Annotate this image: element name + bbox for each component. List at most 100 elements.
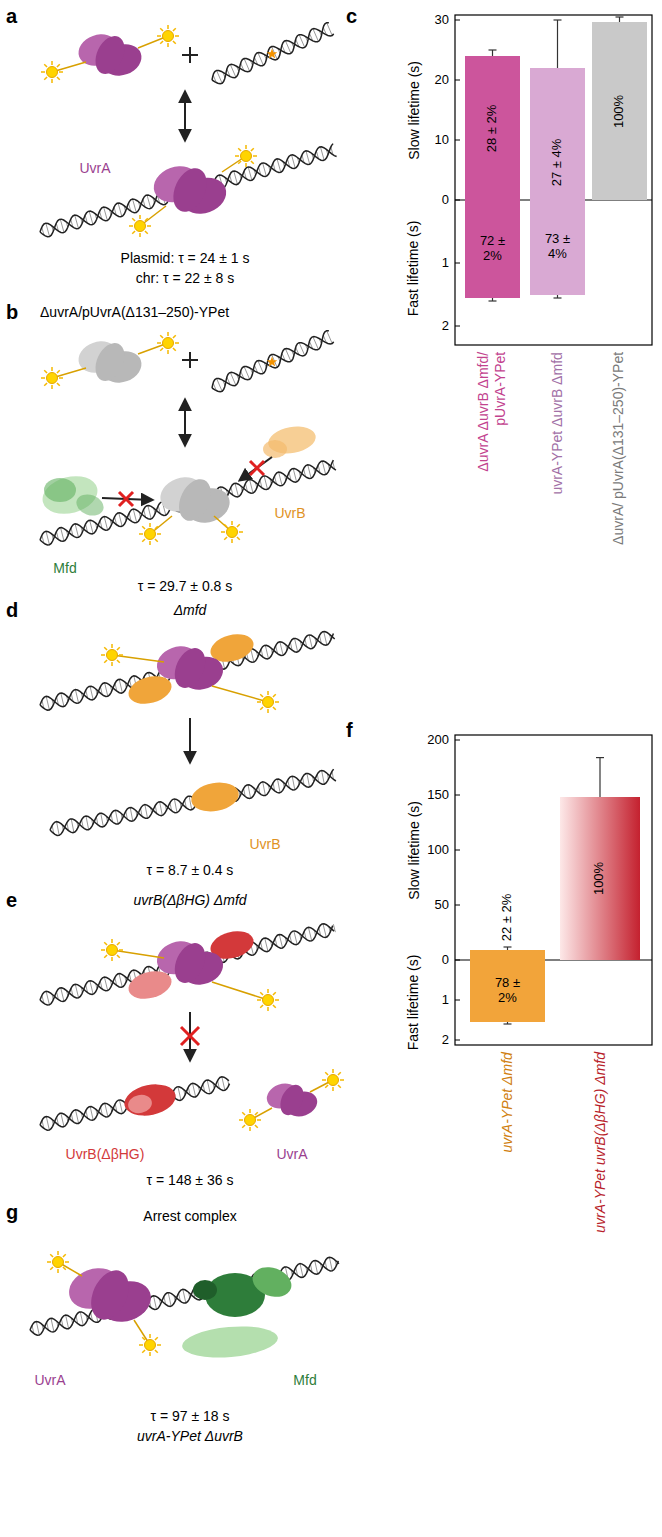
sun	[163, 338, 174, 349]
ray	[173, 28, 176, 31]
protein-domain	[169, 643, 211, 693]
base-pair	[292, 776, 295, 790]
ray	[275, 701, 279, 703]
base-pair	[119, 974, 122, 988]
dna-helix	[212, 23, 334, 84]
text-label: Mfd	[293, 1372, 316, 1389]
protein-domain	[169, 938, 211, 988]
tick-label: 200	[427, 732, 449, 748]
protein-domain	[44, 478, 76, 502]
category-label: ΔuvrA/ pUvrA(Δ131–250)-YPet	[611, 352, 628, 545]
ray	[273, 992, 276, 995]
ray	[237, 524, 240, 527]
ypet-fluorophore	[138, 25, 179, 48]
axis-title: Fast lifetime (s)	[406, 954, 423, 1050]
base-pair	[104, 516, 107, 529]
sun	[263, 995, 274, 1006]
tick-mark	[455, 263, 460, 264]
error-cap	[489, 300, 497, 301]
sun	[53, 1257, 64, 1268]
base-pair	[61, 988, 64, 1002]
sun	[107, 945, 118, 956]
sun	[227, 527, 238, 538]
panel-letter: b	[6, 300, 18, 324]
base-pair	[46, 991, 49, 1005]
base-pair	[90, 1107, 93, 1121]
ray	[238, 161, 241, 164]
dna-strand	[40, 144, 333, 233]
lesion	[267, 357, 277, 367]
tether	[212, 686, 268, 702]
category-label: uvrA-YPet ΔuvrB Δmfd	[549, 352, 566, 494]
base-pair	[118, 203, 122, 216]
ray	[332, 1069, 334, 1073]
tether	[112, 950, 164, 958]
ray	[50, 1267, 53, 1270]
ray	[175, 342, 179, 344]
text-label: Plasmid: τ = 24 ± 1 s	[121, 250, 250, 267]
base-pair	[46, 1116, 49, 1130]
ray	[237, 537, 240, 540]
dna-strand	[212, 331, 329, 388]
ray	[111, 644, 113, 648]
base-pair	[86, 816, 89, 830]
base-pair	[248, 167, 252, 180]
base-pair	[75, 690, 78, 704]
ray	[238, 148, 241, 151]
ray	[155, 1350, 158, 1353]
text-label: Δmfd	[174, 602, 207, 619]
ray	[145, 231, 148, 234]
ypet-fluorophore	[139, 516, 172, 545]
ray	[239, 1119, 243, 1121]
ray	[338, 1072, 341, 1075]
base-pair	[294, 931, 297, 945]
ray	[132, 218, 135, 221]
base-pair	[160, 802, 163, 816]
tick-label: 10	[435, 132, 449, 148]
panel-letter: f	[346, 718, 353, 742]
ray	[245, 163, 247, 167]
ray	[119, 654, 123, 656]
ray	[142, 1350, 145, 1353]
error-cap	[554, 19, 562, 20]
ray	[149, 1352, 151, 1356]
tick-mark	[455, 140, 460, 141]
dna-strand	[212, 23, 329, 80]
ray	[57, 64, 60, 67]
ray	[57, 1269, 59, 1273]
text-label: τ = 29.7 ± 0.8 s	[138, 578, 233, 595]
error-cap	[596, 757, 604, 758]
ypet-fluorophore	[214, 516, 243, 543]
base-pair	[300, 1264, 303, 1278]
dna-strand	[212, 29, 334, 84]
base-pair	[313, 29, 319, 42]
protein-domain	[189, 779, 241, 815]
base-pair	[193, 1083, 196, 1097]
ray	[111, 957, 113, 961]
ray	[260, 992, 263, 995]
dna-strand	[30, 1257, 339, 1332]
ray	[142, 526, 145, 529]
bar: 27 ± 4%	[530, 68, 585, 200]
base-pair	[265, 645, 268, 659]
bar: 100%	[592, 22, 647, 200]
tick-label: 0	[442, 952, 449, 968]
base-pair	[292, 155, 296, 168]
ray	[44, 77, 47, 80]
base-pair	[145, 805, 148, 819]
cross	[181, 1027, 199, 1045]
ray	[51, 61, 53, 65]
ray	[173, 41, 176, 44]
base-pair	[258, 361, 264, 374]
ray	[160, 348, 163, 351]
dna-helix	[30, 1257, 339, 1335]
ray	[47, 1261, 51, 1263]
dna-strand	[40, 147, 337, 237]
lesion	[267, 49, 277, 59]
ray	[44, 64, 47, 67]
category-label: uvrA-YPet Δmfd	[499, 1052, 516, 1152]
bar-value: 27 ± 4%	[550, 138, 565, 186]
ypet-fluorophore	[41, 61, 86, 83]
base-pair	[309, 635, 312, 649]
ray	[50, 1254, 53, 1257]
